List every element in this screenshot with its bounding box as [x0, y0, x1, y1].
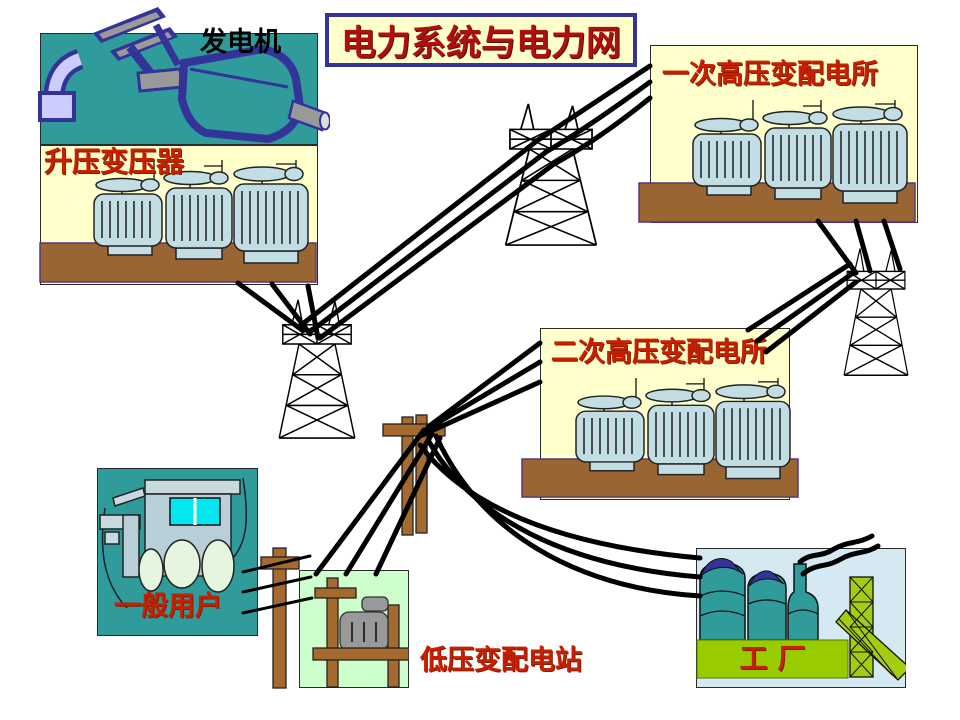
transformer-bank-icon [638, 100, 916, 223]
transmission-tower-icon [843, 247, 909, 376]
utility-pole-icon [260, 547, 300, 689]
transformer-bank-icon [39, 160, 317, 283]
house-icon [99, 477, 248, 609]
general-users-label: 一般用户 [114, 591, 222, 622]
title-box: 电力系统与电力网 [325, 13, 637, 67]
transformer-bank-icon [521, 378, 799, 498]
pole-transformer-icon [312, 577, 409, 688]
primary-substation-label: 一次高压变配电所 [662, 59, 878, 90]
factory-label: 工厂 [739, 642, 816, 675]
utility-pole-icon [382, 414, 446, 536]
transmission-tower-icon [278, 299, 356, 439]
page-title: 电力系统与电力网 [340, 23, 621, 64]
secondary-substation-label: 二次高压变配电所 [551, 337, 767, 368]
generator-label: 发电机 [200, 27, 281, 58]
step-up-transformer-label: 升压变压器 [44, 145, 185, 178]
generator-icon [38, 7, 330, 144]
factory-icon [696, 558, 906, 681]
factory-band [696, 639, 849, 679]
transmission-tower-icon [504, 103, 598, 246]
low-voltage-station-label: 低压变配电站 [420, 645, 582, 676]
